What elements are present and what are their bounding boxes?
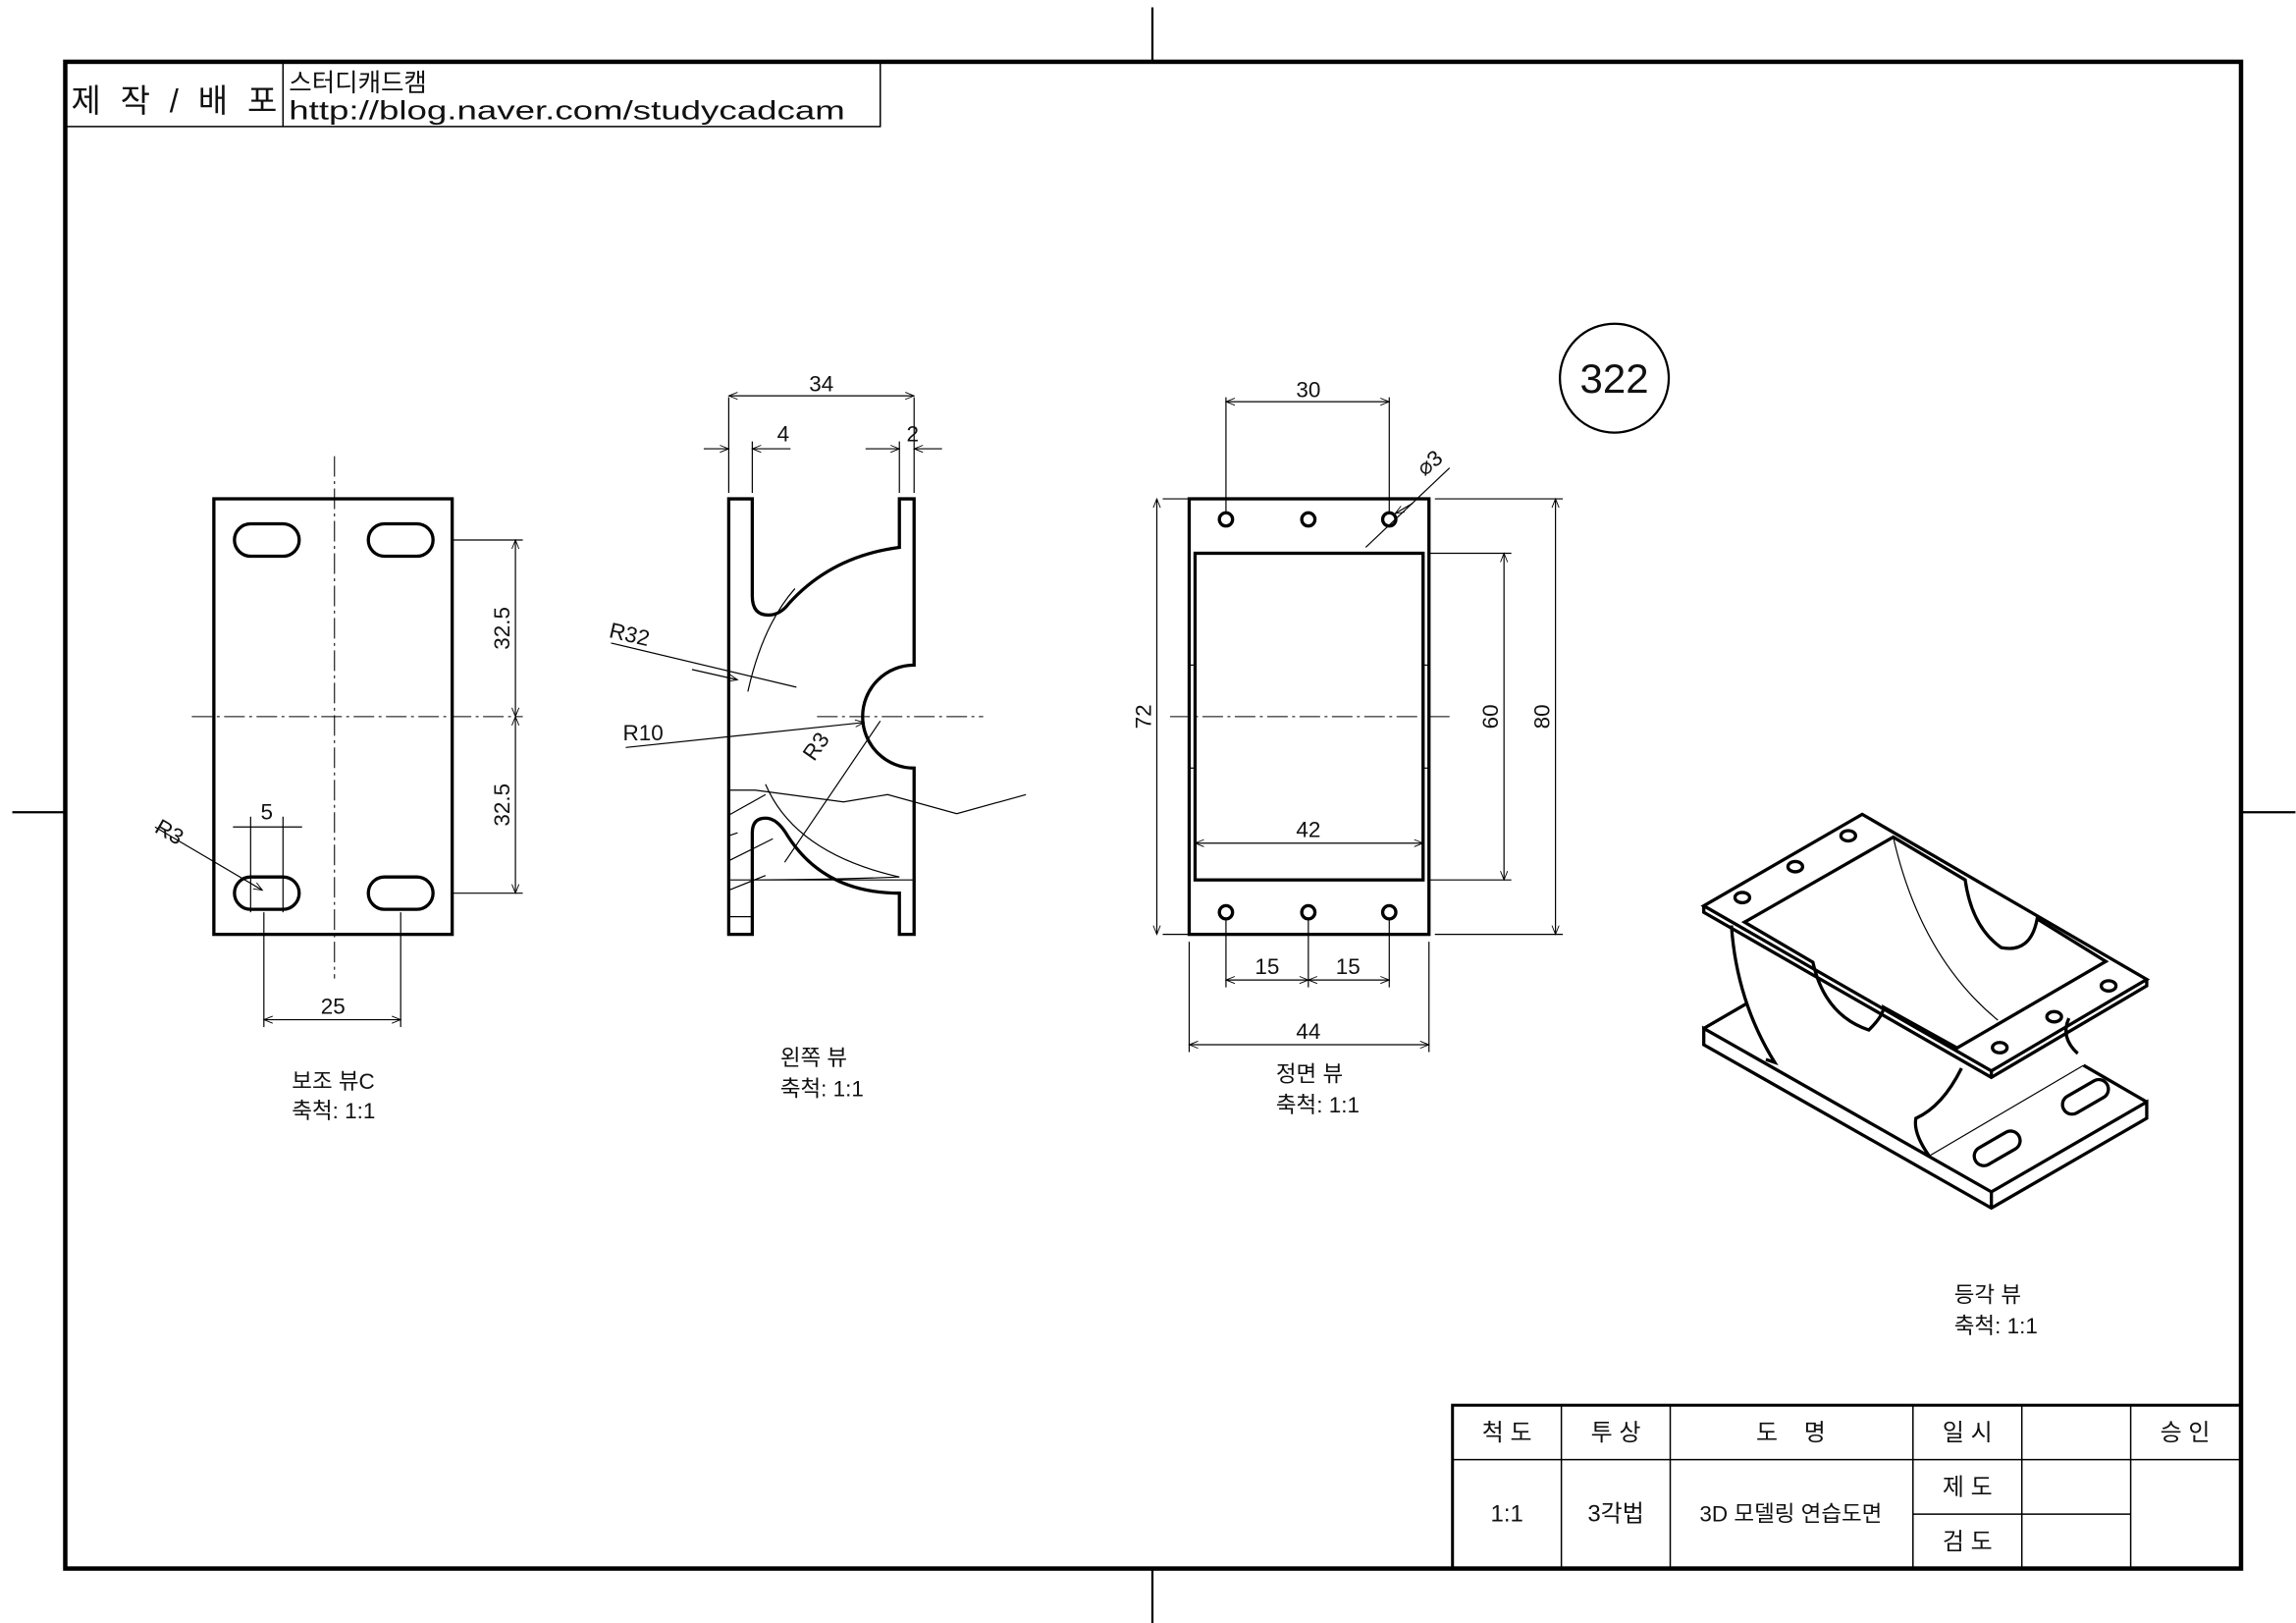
- header-projection: 투 상: [1591, 1420, 1641, 1446]
- mounting-holes: [1217, 511, 1398, 921]
- dim-32-5-upper: 32.5: [490, 607, 514, 650]
- dim-slot-width: 5: [261, 800, 274, 825]
- dim-radius-r3-left: R3: [798, 728, 834, 765]
- dim-slot-pitch: 25: [321, 995, 346, 1019]
- dim-radius-r10: R10: [622, 721, 663, 745]
- drawing-number-badge: 322: [1558, 322, 1671, 434]
- iso-view-title: 등각 뷰: [1954, 1282, 2021, 1307]
- dim-width-34: 34: [809, 372, 833, 397]
- header-url: http://blog.naver.com/studycadcam: [289, 95, 844, 125]
- front-view-title: 정면 뷰: [1276, 1062, 1343, 1087]
- projection-value: 3각법: [1587, 1501, 1643, 1528]
- scale-value: 1:1: [1491, 1501, 1523, 1528]
- dim-width-42: 42: [1296, 818, 1320, 842]
- auxiliary-view: 32.5 32.5 5 25 R3 보조 뷰C 축척: 1:1: [151, 456, 523, 1123]
- isometric-view: 등각 뷰 축척: 1:1: [1700, 812, 2151, 1338]
- iso-holes: [1733, 829, 2118, 1167]
- drawing-number: 322: [1580, 355, 1649, 402]
- sheet-border: [63, 59, 2244, 1571]
- aux-view-scale: 축척: 1:1: [292, 1099, 375, 1123]
- front-view: 30 ⌀3 72 60 80 42 15 15 44 정면 뷰 축척: 1:1: [1131, 378, 1564, 1117]
- dim-radius-r32: R32: [607, 618, 652, 651]
- left-view-title: 왼쪽 뷰: [780, 1046, 847, 1070]
- dim-thickness-4: 4: [777, 422, 790, 447]
- header-approval: 승 인: [2161, 1420, 2211, 1446]
- center-marks: [12, 7, 2296, 1623]
- header-date: 일 시: [1943, 1420, 1993, 1446]
- header-author: 스터디캐드캠: [289, 70, 427, 97]
- aux-view-title: 보조 뷰C: [292, 1069, 374, 1094]
- dim-pitch-15-left: 15: [1255, 954, 1279, 979]
- header-label: 제 작 / 배 포: [71, 82, 277, 119]
- header-scale: 척 도: [1482, 1420, 1532, 1446]
- dim-hole-span-30: 30: [1296, 378, 1320, 403]
- header-box: 제 작 / 배 포 스터디캐드캠 http://blog.naver.com/s…: [64, 61, 881, 128]
- dim-height-80: 80: [1530, 704, 1555, 729]
- front-view-scale: 축척: 1:1: [1276, 1093, 1360, 1117]
- title-block: 척 도 투 상 도 명 일 시 승 인 1:1 3각법 3D 모델링 연습도면 …: [1451, 1403, 2243, 1571]
- dim-height-72: 72: [1131, 704, 1155, 729]
- dim-thickness-2: 2: [906, 422, 919, 447]
- dim-width-44: 44: [1296, 1019, 1320, 1044]
- checked-label: 검 도: [1943, 1529, 1993, 1555]
- dim-radius-r3: R3: [151, 814, 187, 849]
- header-drawing-name: 도 명: [1756, 1420, 1826, 1446]
- drawing-name-value: 3D 모델링 연습도면: [1699, 1502, 1882, 1527]
- iso-view-scale: 축척: 1:1: [1954, 1314, 2038, 1338]
- left-view-scale: 축척: 1:1: [780, 1076, 864, 1101]
- dim-pitch-15-right: 15: [1336, 954, 1361, 979]
- dim-height-60: 60: [1478, 704, 1503, 729]
- drafted-label: 제 도: [1943, 1475, 1993, 1501]
- dim-32-5-lower: 32.5: [490, 784, 514, 827]
- slot-holes: [233, 521, 435, 911]
- left-view: 34 4 2 R32 R10 R3 왼쪽 뷰 축척: 1:1: [607, 372, 1027, 1101]
